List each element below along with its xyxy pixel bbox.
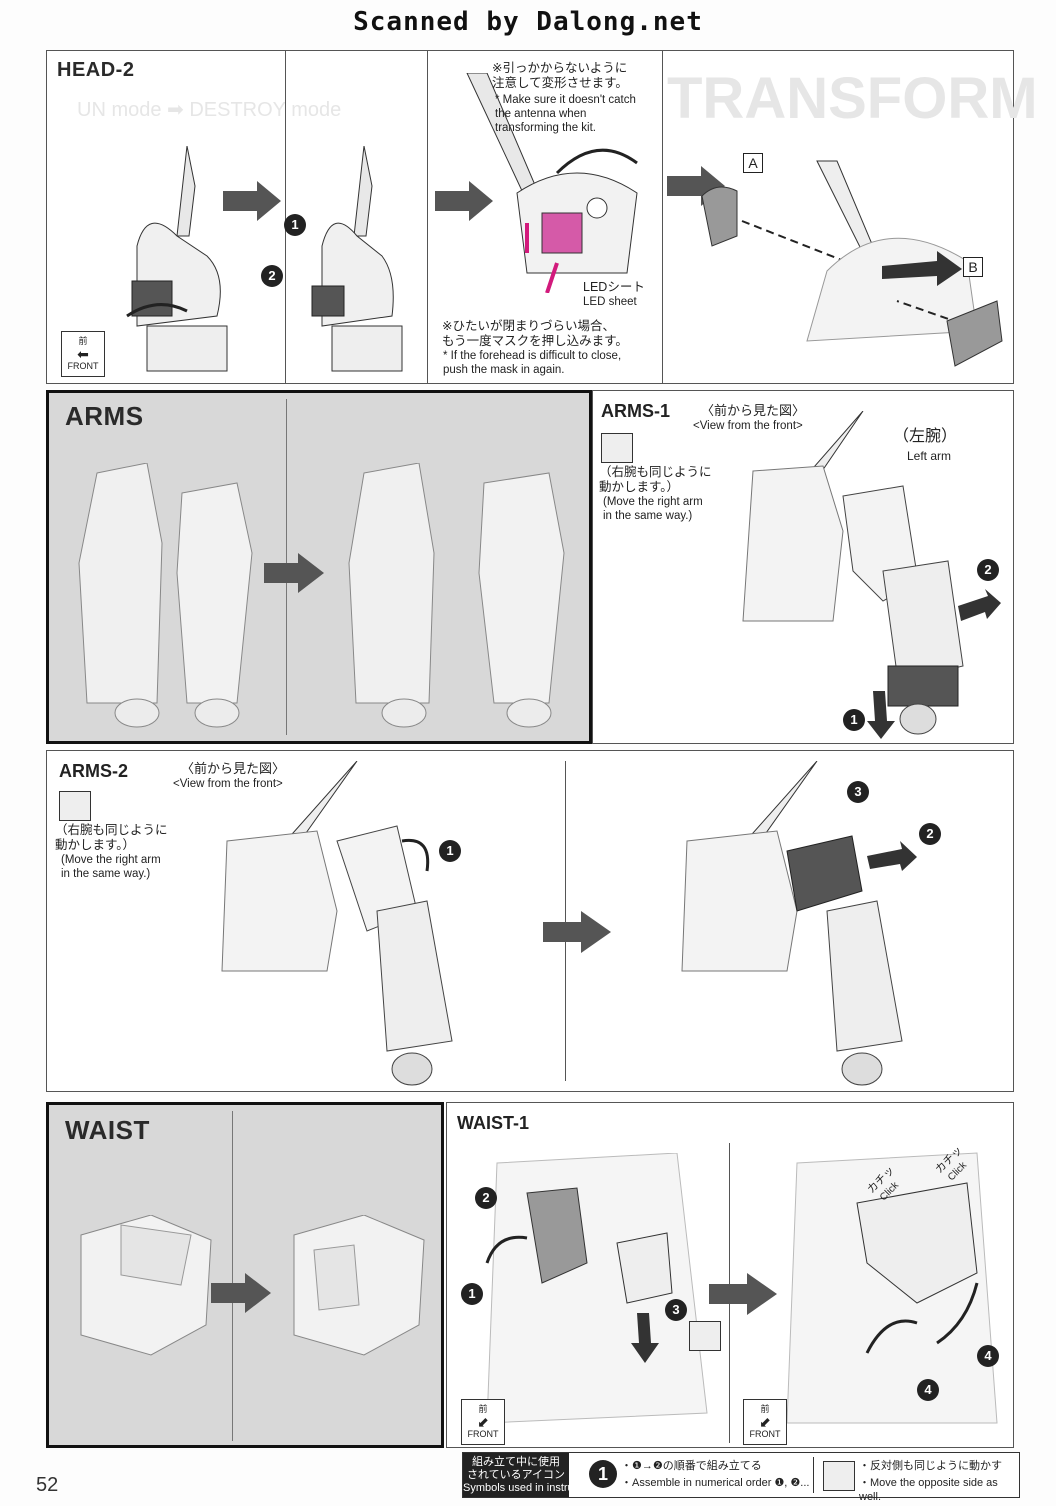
head2-title: HEAD-2: [57, 59, 135, 81]
legend-divider: [813, 1457, 814, 1493]
head2-note-bottom-jp: ※ひたいが閉まりづらい場合、 もう一度マスクを押し込みます。: [442, 319, 628, 348]
waist1-step-1-badge: 1: [461, 1283, 483, 1305]
head2-front-en: FRONT: [67, 361, 99, 371]
arms1-note-en: (Move the right arm in the same way.): [603, 496, 703, 522]
legend-label: 組み立て中に使用 されているアイコン Symbols used in instr…: [463, 1453, 602, 1497]
ghost-mode-text: UN mode ➡ DESTROY mode: [77, 99, 342, 121]
head2-figure-2: [311, 146, 403, 372]
waist1-arrow: [709, 1273, 777, 1315]
arms-figure-after: [348, 463, 565, 728]
scan-banner: Scanned by Dalong.net: [0, 0, 1056, 44]
waist-arrow: [211, 1273, 271, 1313]
waist-divider: [232, 1111, 233, 1441]
arms1-panel: ARMS-1 〈前から見た図〉 <View from the front> （右…: [592, 390, 1014, 744]
arms2-panel: ARMS-2 〈前から見た図〉 <View from the front> （右…: [46, 750, 1014, 1092]
symbols-legend: 組み立て中に使用 されているアイコン Symbols used in instr…: [462, 1452, 1020, 1503]
arms-figure-before: [78, 463, 253, 728]
mirror-icon: [601, 433, 633, 463]
arms1-figure: [742, 411, 1001, 739]
head2-figure-3: [466, 73, 638, 293]
arms2-figure-after: [681, 761, 917, 1086]
arms2-step-2-badge: 2: [919, 823, 941, 845]
head2-panel: TRANSFORM UN mode ➡ DESTROY mode HEAD-2 …: [46, 50, 1038, 384]
arms1-view-jp: 〈前から見た図〉: [701, 403, 806, 418]
arms2-step-3-badge: 3: [847, 781, 869, 803]
head2-arrow-2: [435, 181, 493, 221]
head2-arrow-1: [223, 181, 281, 221]
arrow-front-icon: ⬋: [759, 1414, 771, 1430]
page-number: 52: [36, 1474, 59, 1496]
arms-title: ARMS: [65, 401, 144, 431]
arms1-step-2-badge: 2: [977, 559, 999, 581]
arms1-left-arm-en: Left arm: [907, 449, 952, 463]
waist1-step-4b-badge: 4: [977, 1345, 999, 1367]
waist1-front-indicator-2: 前 ⬋ FRONT: [743, 1399, 787, 1445]
arms2-view-en: <View from the front>: [173, 778, 283, 790]
arms1-title: ARMS-1: [601, 401, 671, 421]
arms2-arrow: [543, 911, 611, 953]
head2-divider-1: [285, 51, 286, 383]
waist1-title: WAIST-1: [457, 1113, 530, 1133]
head2-note-top-jp: ※引っかからないように 注意して変形させます。: [492, 61, 628, 90]
scan-banner-text: Scanned by Dalong.net: [353, 7, 703, 37]
head2-step-1-badge: 1: [284, 214, 306, 236]
waist1-front-indicator-1: 前 ⬋ FRONT: [461, 1399, 505, 1445]
arms2-step-1-badge: 1: [439, 840, 461, 862]
waist1-front-en-2: FRONT: [749, 1429, 781, 1439]
head2-figure-1: [126, 146, 228, 372]
waist1-figure-before: [485, 1153, 708, 1424]
arms1-step-1-badge: 1: [843, 709, 865, 731]
head2-front-indicator: 前 ⬅ FRONT: [61, 331, 105, 377]
legend-order-jp: ・❶→❷の順番で組み立てる: [621, 1460, 762, 1472]
arms1-note-jp: （右腕も同じように 動かします。）: [599, 465, 712, 494]
arms2-view-jp: 〈前から見た図〉: [181, 761, 286, 776]
step-number-icon: 1: [589, 1460, 617, 1488]
arms-panel: ARMS: [46, 390, 592, 744]
waist-figure-after: [293, 1215, 425, 1356]
arms-arrow: [264, 553, 324, 593]
head2-led-en: LED sheet: [583, 296, 637, 308]
arms2-note-en: (Move the right arm in the same way.): [61, 854, 161, 880]
waist-figure-before: [80, 1215, 212, 1356]
waist1-step-4a-badge: 4: [917, 1379, 939, 1401]
head2-label-a: A: [743, 153, 763, 173]
head2-label-b: B: [963, 257, 983, 277]
waist1-step-2-badge: 2: [475, 1187, 497, 1209]
waist-panel: WAIST: [46, 1102, 444, 1448]
head2-divider-2: [427, 51, 428, 383]
head2-figure-4: [701, 160, 1003, 367]
mirror-icon: [823, 1461, 855, 1491]
arrow-front-icon: ⬋: [477, 1414, 489, 1430]
arms2-note-jp: （右腕も同じように 動かします。）: [55, 823, 168, 852]
head2-front-jp: 前: [78, 336, 88, 346]
waist1-step-3-badge: 3: [665, 1299, 687, 1321]
arms1-view-en: <View from the front>: [693, 420, 803, 432]
legend-order-en: ・Assemble in numerical order ❶, ❷...: [621, 1477, 810, 1489]
arrow-left-icon: ⬅: [77, 346, 89, 362]
head2-note-top-en: * Make sure it doesn't catch the antenna…: [495, 94, 636, 134]
waist1-front-jp-1: 前: [478, 1404, 488, 1414]
waist1-figure-after: [786, 1152, 998, 1424]
waist1-panel: WAIST-1 1 2 3 カチッ Click カチッ Click 4 4 前 …: [446, 1102, 1014, 1448]
head2-led-jp: LEDシート: [583, 280, 645, 294]
ghost-transform-text: TRANSFORM: [667, 66, 1038, 131]
waist-title: WAIST: [65, 1115, 150, 1145]
arms2-divider: [565, 761, 566, 1081]
head2-divider-3: [662, 51, 663, 383]
head2-note-bottom-en: * If the forehead is difficult to close,…: [443, 350, 622, 376]
arms2-figure-before: [221, 761, 453, 1086]
mirror-icon: [689, 1321, 721, 1351]
head2-step-2-badge: 2: [261, 265, 283, 287]
arms2-title: ARMS-2: [59, 761, 129, 781]
legend-mirror-jp: ・反対側も同じように動かす: [859, 1460, 1002, 1472]
waist1-front-jp-2: 前: [760, 1404, 770, 1414]
legend-mirror-en: ・Move the opposite side as well.: [859, 1477, 998, 1503]
mirror-icon: [59, 791, 91, 821]
arms1-left-arm-jp: （左腕）: [893, 428, 958, 445]
waist1-front-en-1: FRONT: [467, 1429, 499, 1439]
